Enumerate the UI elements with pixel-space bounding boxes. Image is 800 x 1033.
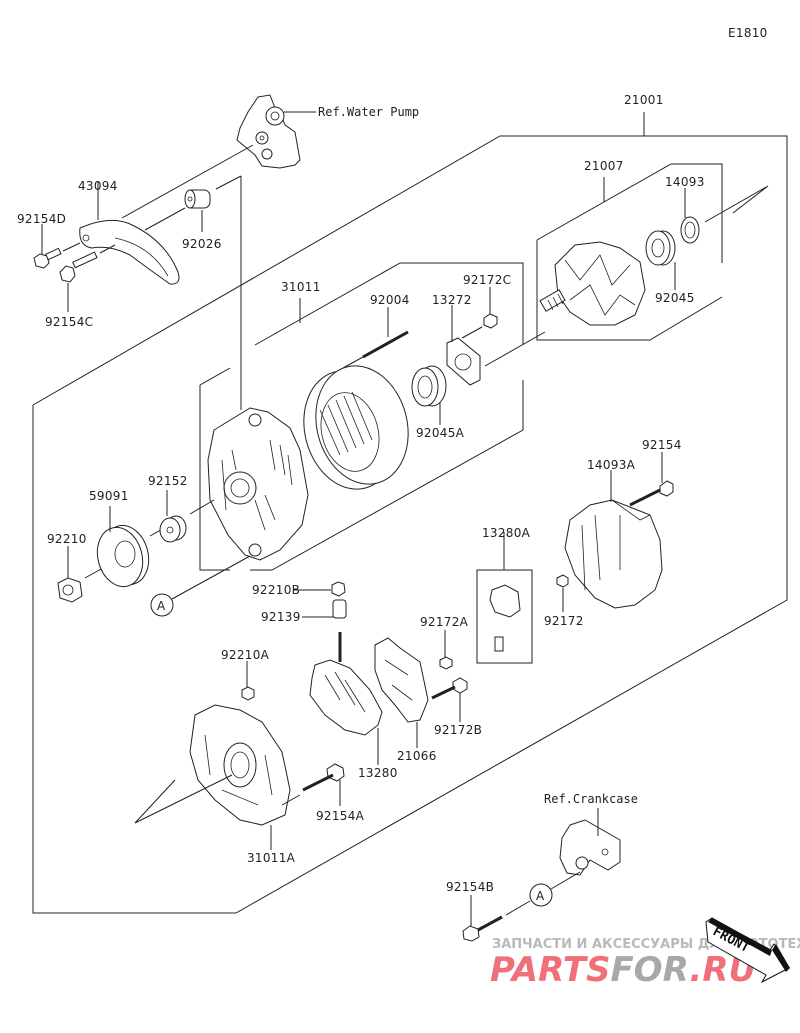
part-label-92210B[interactable]: 92210B — [252, 583, 300, 597]
part-label-92139[interactable]: 92139 — [261, 610, 301, 624]
screw-92172A — [439, 630, 453, 670]
stator — [303, 365, 409, 490]
part-label-21001[interactable]: 21001 — [624, 93, 664, 107]
assembly-frame-21001 — [32, 112, 788, 914]
part-label-92172B[interactable]: 92172B — [434, 723, 482, 737]
part-label-92210A[interactable]: 92210A — [221, 648, 270, 662]
callout-a-front[interactable]: A — [150, 555, 251, 617]
diagram-code: E1810 — [728, 26, 768, 40]
front-housing — [207, 407, 309, 561]
crankcase-bracket — [559, 808, 621, 876]
rotor — [539, 241, 646, 326]
bearing-92045 — [645, 230, 676, 290]
bearing-92045A — [411, 365, 447, 425]
rotor-frame-21007 — [536, 163, 723, 341]
part-label-92210[interactable]: 92210 — [47, 532, 87, 546]
part-label-92172A[interactable]: 92172A — [420, 615, 469, 629]
adjusting-bracket-43094 — [79, 182, 180, 285]
spacer-92152 — [159, 490, 187, 543]
pulley-59091 — [96, 506, 150, 588]
part-label-92045A[interactable]: 92045A — [416, 426, 465, 440]
part-label-59091[interactable]: 59091 — [89, 489, 129, 503]
bolt-92154B — [462, 895, 503, 942]
part-label-43094[interactable]: 43094 — [78, 179, 118, 193]
part-label-13280A[interactable]: 13280A — [482, 526, 531, 540]
part-label-31011A[interactable]: 31011A — [247, 851, 296, 865]
part-label-14093[interactable]: 14093 — [665, 175, 705, 189]
regulator-21066 — [374, 637, 429, 748]
bolt-92154 — [629, 452, 674, 507]
part-label-21066[interactable]: 21066 — [397, 749, 437, 763]
part-label-92154B[interactable]: 92154B — [446, 880, 494, 894]
part-label-92172[interactable]: 92172 — [544, 614, 584, 628]
stator-frame-31011 — [199, 262, 524, 571]
ref-water-pump-label[interactable]: Ref.Water Pump — [318, 105, 419, 119]
rectifier-13280 — [309, 632, 383, 765]
watermark-brand-for: FOR — [610, 950, 689, 990]
collar-92139 — [302, 599, 347, 619]
part-label-13280[interactable]: 13280 — [358, 766, 398, 780]
part-label-31011[interactable]: 31011 — [281, 280, 321, 294]
part-label-92154[interactable]: 92154 — [642, 438, 682, 452]
part-label-92154A[interactable]: 92154A — [316, 809, 365, 823]
part-label-92154D[interactable]: 92154D — [17, 212, 66, 226]
part-label-92004[interactable]: 92004 — [370, 293, 410, 307]
nut-92210B — [294, 581, 346, 597]
part-label-21007[interactable]: 21007 — [584, 159, 624, 173]
part-label-92154C[interactable]: 92154C — [45, 315, 93, 329]
rear-housing-31011A — [134, 704, 291, 850]
part-label-92152[interactable]: 92152 — [148, 474, 188, 488]
part-label-92045[interactable]: 92045 — [655, 291, 695, 305]
watermark-brand-parts: PARTS — [490, 950, 610, 990]
plate-13272 — [446, 305, 481, 386]
watermark-brand: PARTSFOR.RU — [490, 950, 756, 990]
nut-92210A — [241, 661, 255, 701]
rear-cover-14093A — [564, 470, 663, 609]
rotor-shaft-line — [484, 331, 546, 367]
screw-92172 — [556, 574, 569, 612]
bolt-92154A — [281, 763, 345, 806]
collar-92026 — [144, 175, 242, 410]
part-label-14093A[interactable]: 14093A — [587, 458, 636, 472]
callout-a-rear[interactable]: A — [505, 871, 581, 916]
part-label-92026[interactable]: 92026 — [182, 237, 222, 251]
part-label-13272[interactable]: 13272 — [432, 293, 472, 307]
screw-92172C — [461, 287, 498, 339]
bolt-92154D — [33, 224, 81, 269]
nut-92210 — [57, 546, 83, 603]
callout-a-rear-label: A — [536, 889, 545, 903]
ref-crankcase-label[interactable]: Ref.Crankcase — [544, 792, 638, 806]
bolt-92172B — [431, 677, 468, 722]
water-pump-bracket — [121, 94, 316, 219]
ring-14093 — [680, 185, 769, 244]
watermark: ЗАПЧАСТИ И АКСЕССУАРЫ ДЛЯ МОТОТЕХНИКИ PA… — [490, 937, 800, 990]
callout-a-label: A — [157, 599, 166, 613]
bolt-92154C — [59, 244, 116, 312]
part-label-92172C[interactable]: 92172C — [463, 273, 511, 287]
brush-kit-13280A — [476, 532, 533, 664]
stud-92004 — [342, 307, 409, 369]
